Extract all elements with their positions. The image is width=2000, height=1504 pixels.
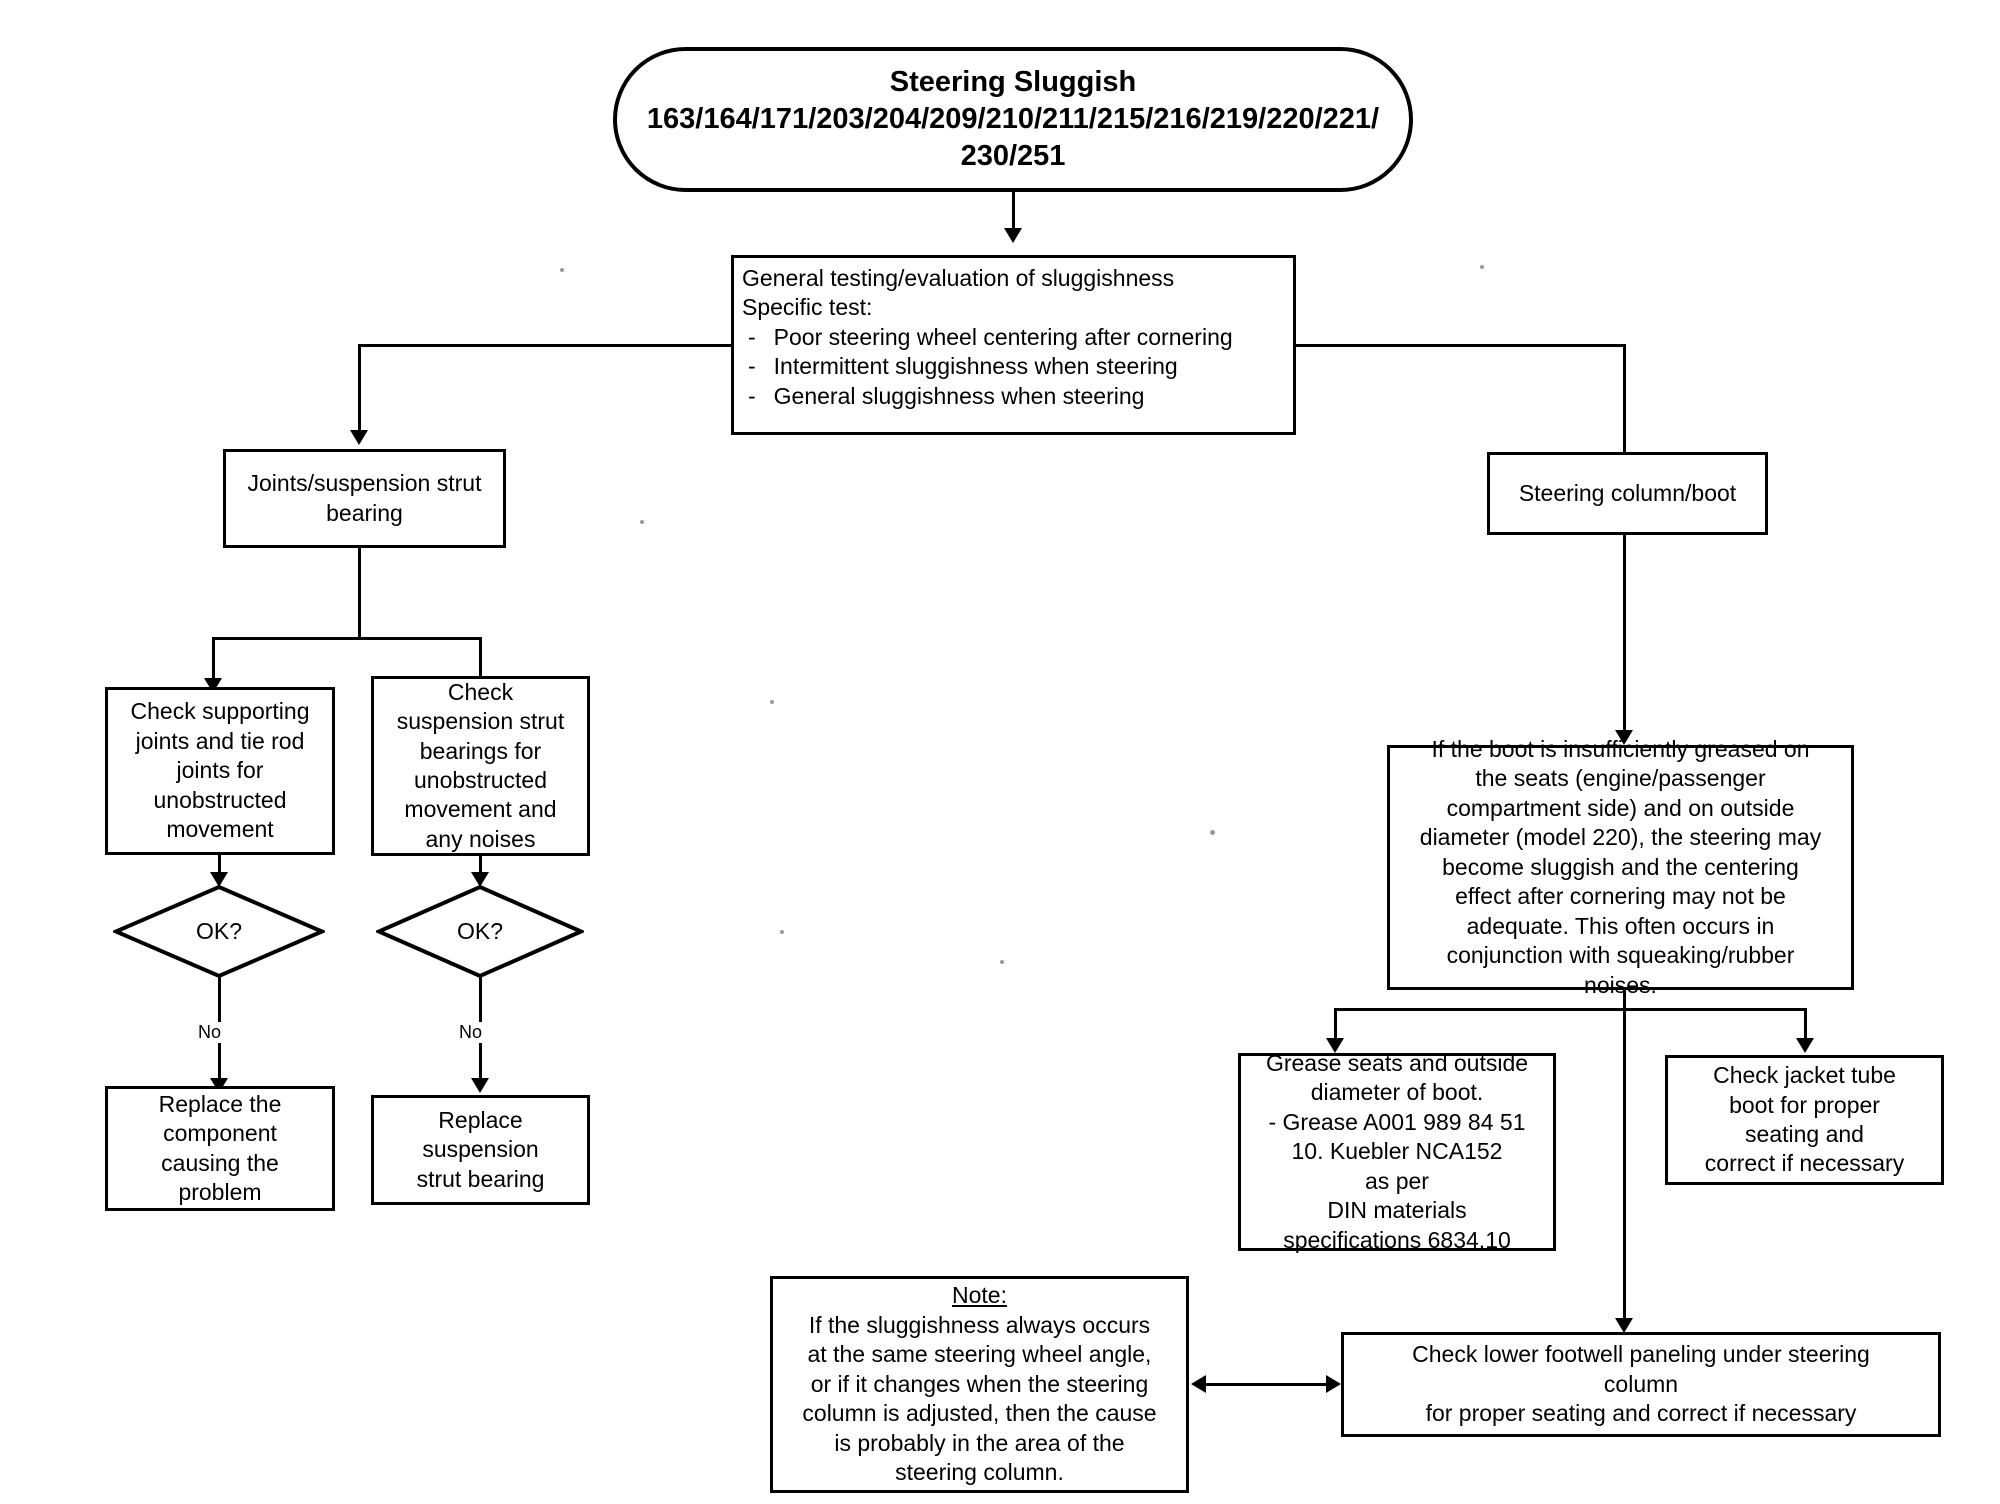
scan-speck (1210, 830, 1215, 835)
connector-general-right-bus (1294, 344, 1626, 347)
scan-speck (1480, 265, 1484, 269)
replace-strut-bearing-label: Replace suspension strut bearing (416, 1106, 545, 1192)
bullet-marker: - (748, 323, 756, 350)
connector-title-to-general (1012, 192, 1015, 232)
arrowhead-to-joints (350, 430, 368, 445)
diamond-shape-icon (376, 884, 584, 979)
title-codes-line2: 230/251 (960, 140, 1066, 173)
arrowhead-note-left (1191, 1375, 1206, 1393)
joints-suspension-box: Joints/suspension strut bearing (223, 449, 506, 548)
connector-boot-to-footwell (1623, 1008, 1626, 1326)
scan-speck (560, 268, 564, 272)
decision-ok-right-label: OK? (456, 918, 504, 944)
note-body: If the sluggishness always occurs at the… (802, 1311, 1157, 1486)
scan-speck (640, 520, 644, 524)
arrowhead-to-jacket-box (1796, 1038, 1814, 1053)
grease-seats-label: Grease seats and outside diameter of boo… (1265, 1049, 1529, 1253)
general-bullet-1: - Poor steering wheel centering after co… (742, 323, 1233, 352)
jacket-tube-box: Check jacket tube boot for proper seatin… (1665, 1055, 1944, 1185)
title-terminator: Steering Sluggish 163/164/171/203/204/20… (613, 47, 1413, 192)
title-codes-line1: 163/164/171/203/204/209/210/211/215/216/… (646, 102, 1380, 135)
connector-right-bus-drop (1623, 344, 1626, 452)
check-strut-bearings-label: Check suspension strut bearings for unob… (396, 678, 565, 852)
connector-joints-split-right (479, 637, 482, 682)
check-supporting-joints-label: Check supporting joints and tie rod join… (130, 698, 310, 843)
connector-note-to-footwell (1196, 1383, 1336, 1386)
joints-suspension-label: Joints/suspension strut bearing (247, 470, 482, 526)
arrowhead-to-grease-box (1326, 1038, 1344, 1053)
connector-check-joints-to-ok (218, 855, 221, 880)
decision-ok-right: OK? (376, 884, 584, 979)
steering-column-boot-label: Steering column/boot (1518, 479, 1737, 506)
boot-grease-info-box: If the boot is insufficiently greased on… (1387, 736, 1854, 998)
arrowhead-boot-to-footwell (1615, 1318, 1633, 1333)
title-heading: Steering Sluggish (889, 65, 1137, 98)
connector-boot-info-split (1334, 1008, 1807, 1011)
general-line2: Specific test: (742, 294, 873, 321)
grease-seats-box: Grease seats and outside diameter of boo… (1238, 1050, 1556, 1253)
replace-component-box: Replace the component causing the proble… (105, 1086, 335, 1211)
bullet-text: Intermittent sluggishness when steering (773, 353, 1178, 380)
arrowhead-ok-right-to-replace (471, 1078, 489, 1093)
arrowhead-column-to-boot-info (1615, 730, 1633, 745)
connector-column-to-boot-info (1623, 535, 1626, 738)
steering-column-boot-box: Steering column/boot (1487, 452, 1768, 535)
footwell-paneling-label: Check lower footwell paneling under stee… (1412, 1341, 1870, 1427)
arrowhead-title-to-general (1004, 228, 1022, 243)
bullet-text: General sluggishness when steering (773, 382, 1145, 409)
note-box: Note: If the sluggishness always occurs … (770, 1276, 1189, 1493)
arrowhead-check-bearings-to-ok (471, 872, 489, 887)
connector-general-left-bus (358, 344, 733, 347)
general-testing-box: General testing/evaluation of sluggishne… (731, 255, 1296, 435)
arrowhead-check-joints-to-ok (210, 872, 228, 887)
edge-label-no-left: No (196, 1022, 224, 1043)
arrowhead-footwell-right (1326, 1375, 1341, 1393)
connector-joints-split (212, 637, 482, 640)
footwell-paneling-box: Check lower footwell paneling under stee… (1341, 1332, 1941, 1437)
connector-joints-split-left (212, 637, 215, 682)
bullet-marker: - (748, 353, 756, 380)
bullet-marker: - (748, 382, 756, 409)
connector-check-bearings-to-ok (479, 856, 482, 880)
general-bullet-3: - General sluggishness when steering (742, 382, 1144, 411)
scan-speck (1000, 960, 1004, 964)
scan-speck (770, 700, 774, 704)
boot-grease-info-label: If the boot is insufficiently greased on… (1419, 736, 1822, 998)
connector-boot-info-down (1623, 990, 1626, 1010)
general-bullet-2: - Intermittent sluggishness when steerin… (742, 352, 1178, 381)
connector-joints-down (358, 548, 361, 639)
replace-strut-bearing-box: Replace suspension strut bearing (371, 1095, 590, 1205)
connector-left-bus-drop (358, 344, 361, 434)
decision-ok-left: OK? (113, 884, 325, 979)
replace-component-label: Replace the component causing the proble… (158, 1090, 282, 1205)
connector-split-to-grease (1334, 1008, 1337, 1043)
jacket-tube-label: Check jacket tube boot for proper seatin… (1704, 1062, 1905, 1177)
scan-speck (780, 930, 784, 934)
general-line1: General testing/evaluation of sluggishne… (742, 265, 1175, 291)
edge-label-no-right: No (457, 1022, 485, 1043)
check-supporting-joints-box: Check supporting joints and tie rod join… (105, 687, 335, 855)
check-strut-bearings-box: Check suspension strut bearings for unob… (371, 676, 590, 856)
decision-ok-left-label: OK? (195, 918, 243, 944)
diamond-shape-icon (113, 884, 325, 979)
bullet-text: Poor steering wheel centering after corn… (773, 323, 1233, 350)
connector-split-to-jacket (1804, 1008, 1807, 1043)
note-title: Note: (952, 1282, 1007, 1309)
